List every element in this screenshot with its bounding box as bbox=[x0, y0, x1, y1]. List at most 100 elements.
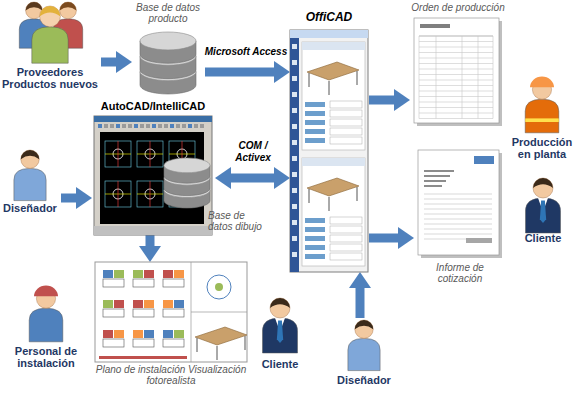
flow-arrow bbox=[61, 194, 82, 203]
table-column bbox=[462, 36, 463, 119]
workstation-outline bbox=[105, 141, 131, 167]
field-box bbox=[330, 226, 362, 233]
field-box bbox=[330, 244, 362, 251]
panel-header bbox=[302, 42, 365, 50]
table-row bbox=[424, 229, 492, 230]
field-box bbox=[330, 101, 362, 108]
node-label: Producción en planta bbox=[508, 136, 576, 160]
text-line bbox=[424, 170, 454, 172]
interface-label: COM / Activex bbox=[222, 140, 284, 164]
workstation-block bbox=[103, 330, 113, 338]
field-box bbox=[330, 119, 362, 126]
person-head bbox=[355, 320, 373, 338]
db-icon bbox=[164, 158, 210, 208]
tool-button bbox=[170, 124, 174, 128]
table-column bbox=[493, 36, 494, 119]
workstation-block bbox=[144, 330, 154, 338]
table-row bbox=[419, 52, 493, 53]
field-label bbox=[305, 120, 325, 125]
worker-icon bbox=[518, 78, 566, 134]
table-row bbox=[424, 194, 492, 195]
db-icon bbox=[140, 32, 196, 94]
desk-leg bbox=[309, 189, 310, 203]
node-label: Informe de cotización bbox=[414, 262, 506, 284]
workstation-outline bbox=[163, 279, 184, 287]
tool-button bbox=[146, 124, 150, 128]
hair bbox=[21, 150, 39, 159]
table-row bbox=[424, 199, 492, 200]
vest-stripe bbox=[525, 118, 559, 122]
tool-button bbox=[134, 124, 138, 128]
status-bar bbox=[94, 226, 212, 235]
tool-strip bbox=[290, 38, 299, 272]
designer-node: Diseñador bbox=[0, 148, 61, 220]
panel bbox=[302, 42, 365, 150]
table-row bbox=[419, 107, 493, 108]
desk-leg bbox=[357, 71, 358, 85]
workstation-block bbox=[114, 330, 124, 338]
field-label bbox=[305, 111, 325, 116]
report-icon bbox=[418, 150, 502, 258]
node-label: OffiCAD bbox=[290, 10, 368, 24]
cluster-core bbox=[215, 283, 223, 291]
table-row bbox=[419, 80, 493, 81]
person-body bbox=[525, 99, 559, 133]
officad-node: OffiCAD bbox=[290, 10, 369, 272]
tool-button bbox=[292, 156, 297, 161]
plan-sheet bbox=[95, 262, 247, 362]
tool-button bbox=[104, 124, 108, 128]
workstation-outline bbox=[137, 141, 163, 167]
tool-button bbox=[176, 124, 180, 128]
flow-arrow bbox=[101, 58, 122, 67]
tie bbox=[540, 201, 546, 224]
flow-arrow bbox=[146, 235, 155, 252]
workstation-block bbox=[114, 300, 124, 308]
desk-top bbox=[195, 327, 247, 345]
hair bbox=[355, 320, 373, 329]
person-body bbox=[29, 308, 63, 342]
workstation-block bbox=[163, 300, 173, 308]
tool-button bbox=[110, 124, 114, 128]
tool-button bbox=[182, 124, 186, 128]
autocad-node: AutoCAD/IntelliCADBase de datos dibujo bbox=[92, 100, 215, 235]
workstation-outline bbox=[133, 309, 154, 317]
person-head bbox=[60, 2, 77, 19]
person-body bbox=[526, 198, 561, 233]
cluster-view bbox=[207, 275, 231, 299]
drawing-line bbox=[118, 141, 119, 167]
person-body bbox=[348, 338, 380, 370]
tool-button bbox=[98, 124, 102, 128]
order-icon bbox=[414, 18, 502, 126]
page bbox=[418, 150, 499, 255]
node-label: Plano de instalación Visualización fotor… bbox=[95, 364, 247, 386]
doc-heading bbox=[420, 24, 450, 28]
table-row bbox=[424, 204, 492, 205]
tool-button bbox=[194, 124, 198, 128]
tool-button bbox=[292, 188, 297, 193]
order-node: Orden de producción bbox=[410, 0, 507, 128]
table-row bbox=[419, 91, 493, 92]
client-node: Cliente bbox=[512, 176, 575, 256]
table-column bbox=[478, 36, 479, 119]
installer-icon bbox=[22, 285, 70, 343]
database-top bbox=[164, 158, 210, 173]
table-row bbox=[419, 118, 493, 119]
tool-button bbox=[292, 44, 297, 49]
table-row bbox=[419, 69, 493, 70]
hair bbox=[60, 2, 77, 10]
tool-button bbox=[116, 124, 120, 128]
person-head bbox=[40, 6, 61, 27]
field-label bbox=[305, 254, 325, 259]
tie bbox=[277, 321, 283, 344]
table-row bbox=[424, 214, 492, 215]
tool-button bbox=[200, 124, 204, 128]
db-node: Base de datos producto bbox=[132, 2, 205, 97]
window-frame bbox=[290, 30, 368, 272]
flow-arrow bbox=[356, 282, 365, 318]
person-body bbox=[32, 27, 68, 63]
workstation-block bbox=[144, 270, 154, 278]
desk-top bbox=[307, 178, 359, 196]
workstation-outline bbox=[103, 279, 124, 287]
workstation-outline bbox=[103, 339, 124, 347]
field-box bbox=[330, 235, 362, 242]
